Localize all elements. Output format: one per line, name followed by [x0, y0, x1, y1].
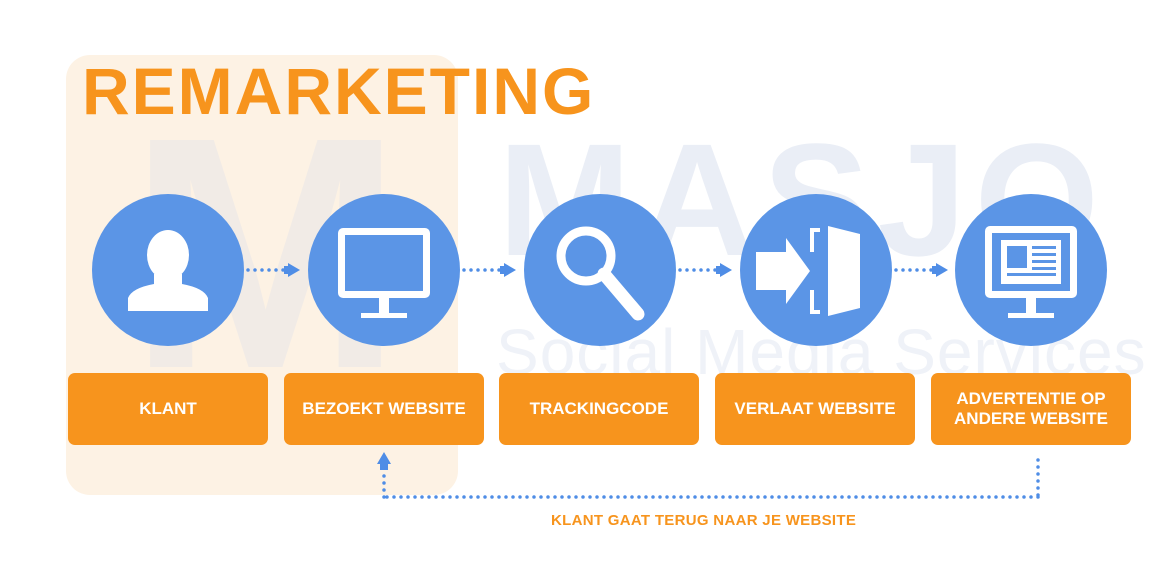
step-1-circle: [92, 194, 244, 346]
person-icon: [128, 230, 208, 311]
magnifier-icon: [556, 226, 645, 321]
step-4-circle: [740, 194, 892, 346]
step-1-label: KLANT: [68, 373, 268, 445]
step-5-label: ADVERTENTIE OP ANDERE WEBSITE: [931, 373, 1131, 445]
step-4-label: VERLAAT WEBSITE: [715, 373, 915, 445]
step-2-label: BEZOEKT WEBSITE: [284, 373, 484, 445]
exit-door-icon: [756, 226, 860, 316]
step-3-circle: [524, 194, 676, 346]
monitor-ad-icon: [985, 226, 1077, 318]
monitor-icon: [338, 228, 430, 318]
connector-1-2: [246, 263, 300, 277]
step-2-circle: [308, 194, 460, 346]
return-loop-connector: [377, 452, 1040, 499]
connector-4-5: [894, 263, 948, 277]
step-3-label: TRACKINGCODE: [499, 373, 699, 445]
connector-3-4: [678, 263, 732, 277]
connector-2-3: [462, 263, 516, 277]
diagram-title: REMARKETING: [82, 54, 596, 128]
loop-label: KLANT GAAT TERUG NAAR JE WEBSITE: [551, 512, 857, 529]
step-5-circle: [955, 194, 1107, 346]
